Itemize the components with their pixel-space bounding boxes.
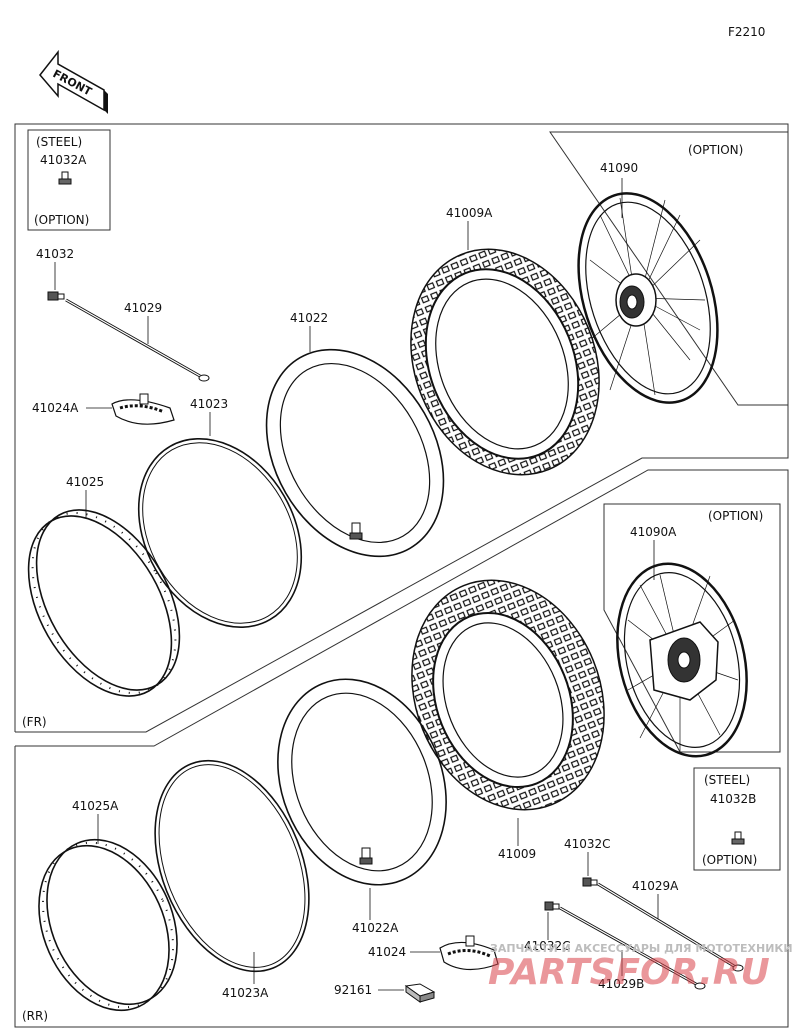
rear-valve-box-top: (STEEL)	[704, 773, 750, 787]
rim-lock-icon	[439, 935, 499, 971]
rear-section-label: (RR)	[22, 1009, 48, 1023]
rim-icon	[27, 509, 181, 697]
part-41032C-label: 41032C	[564, 837, 611, 851]
spoke-icon	[65, 298, 210, 382]
wheel-icon	[577, 192, 719, 404]
part-41009A-label: 41009A	[446, 206, 493, 220]
rim-band-icon	[137, 438, 303, 628]
part-41023A-label: 41023A	[222, 986, 269, 1000]
part-41009-label: 41009	[498, 847, 536, 861]
front-valve-option-box: (STEEL) 41032A (OPTION)	[27, 129, 111, 231]
valve-icon	[544, 901, 560, 911]
rim-band-icon	[154, 759, 310, 973]
watermark-logo: PARTSFOR.RU	[488, 952, 770, 993]
front-valve-box-top: (STEEL)	[36, 135, 82, 149]
valve-icon	[731, 831, 745, 845]
part-41024-label: 41024	[368, 945, 406, 959]
rear-valve-option-box: (STEEL) 41032B (OPTION)	[693, 767, 781, 871]
part-41024A-label: 41024A	[32, 401, 79, 415]
wheel-icon	[616, 562, 748, 758]
part-41029A-label: 41029A	[632, 879, 679, 893]
part-41025-label: 41025	[66, 475, 104, 489]
watermark-tagline: ЗАПЧАСТИ И АКСЕССУАРЫ ДЛЯ МОТОТЕХНИКИ	[490, 942, 793, 955]
tube-icon	[265, 348, 445, 558]
spacer-icon	[404, 983, 436, 1003]
tire-icon	[411, 579, 605, 811]
spoke-icon	[597, 882, 744, 972]
tire-icon	[410, 248, 600, 476]
part-41022-label: 41022	[290, 311, 328, 325]
front-section-label: (FR)	[22, 715, 47, 729]
tube-icon	[277, 678, 447, 886]
front-wheel-box-note: (OPTION)	[688, 143, 743, 157]
part-41032C-lower-label: 41032C	[524, 939, 571, 953]
front-wheel-part: 41090	[600, 161, 638, 175]
part-41022A-label: 41022A	[352, 921, 399, 935]
rim-icon	[38, 838, 178, 1012]
valve-icon	[58, 171, 72, 185]
rear-wheel-part: 41090A	[630, 525, 677, 539]
rear-valve-box-bottom: (OPTION)	[702, 853, 757, 867]
rear-wheel-box-note: (OPTION)	[708, 509, 763, 523]
valve-icon	[582, 877, 598, 887]
front-valve-box-part: 41032A	[40, 153, 87, 167]
figure-code: F2210	[728, 25, 765, 39]
rear-wheel-option-box: (OPTION) 41090A	[603, 503, 781, 758]
part-41029B-label: 41029B	[598, 977, 644, 991]
front-wheel-option-box: (OPTION) 41090	[549, 131, 789, 406]
front-arrow-icon: FRONT	[39, 49, 108, 114]
part-41029-label: 41029	[124, 301, 162, 315]
valve-icon	[47, 291, 65, 301]
rear-section-outline	[14, 469, 789, 1028]
rim-lock-icon	[111, 393, 175, 425]
front-valve-box-bottom: (OPTION)	[34, 213, 89, 227]
rear-valve-box-part: 41032B	[710, 792, 756, 806]
part-92161-label: 92161	[334, 983, 372, 997]
part-41032-label: 41032	[36, 247, 74, 261]
spoke-icon	[559, 906, 706, 990]
part-41023-label: 41023	[190, 397, 228, 411]
part-41025A-label: 41025A	[72, 799, 119, 813]
front-section-outline	[14, 123, 789, 733]
